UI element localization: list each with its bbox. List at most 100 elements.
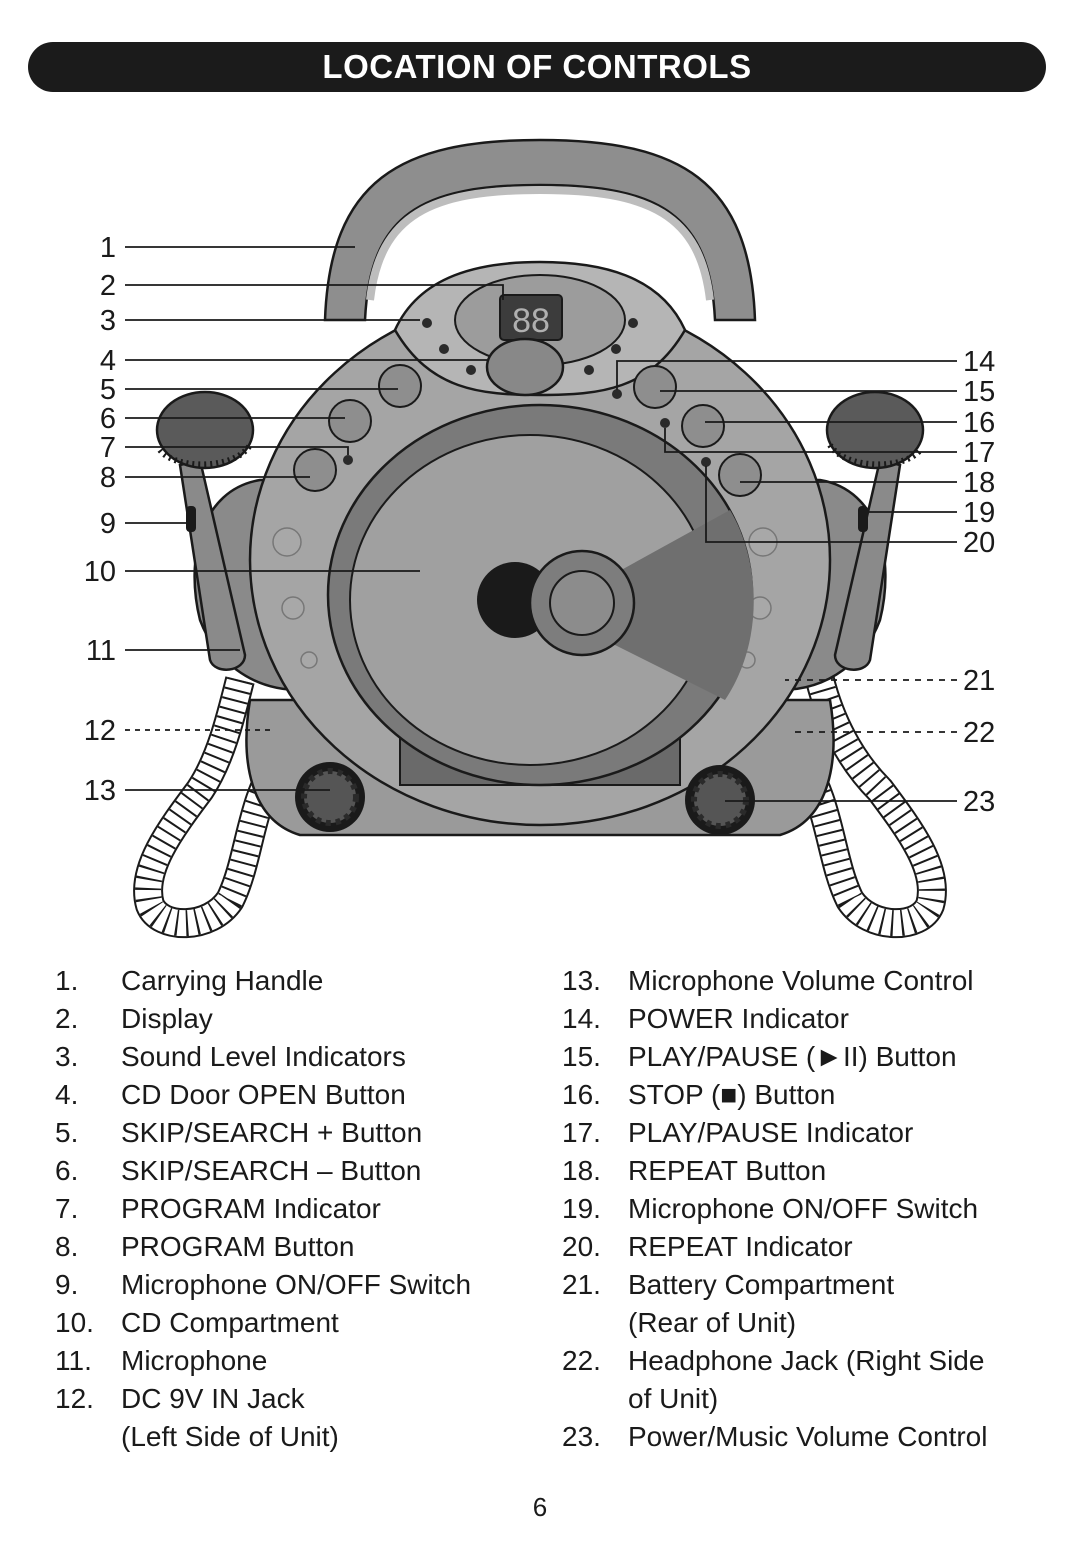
callout-1: 1 xyxy=(100,232,116,264)
legend-number: 11. xyxy=(55,1345,92,1376)
legend-item: 22. Headphone Jack (Right Side of Unit) xyxy=(562,1342,1062,1418)
legend-label: CD Door OPEN Button xyxy=(121,1079,406,1110)
program-button[interactable] xyxy=(293,448,337,492)
legend-label: PLAY/PAUSE Indicator xyxy=(628,1117,914,1148)
legend-number: 21. xyxy=(562,1269,601,1300)
legend-number: 3. xyxy=(55,1041,79,1072)
legend-label: STOP (■) Button xyxy=(628,1079,836,1110)
legend-number: 20. xyxy=(562,1231,601,1262)
power-music-volume-knob[interactable] xyxy=(685,765,755,835)
display-digits: 88 xyxy=(512,302,550,340)
leader-lines xyxy=(125,246,957,802)
repeat-button[interactable] xyxy=(718,453,762,497)
legend-label: REPEAT Button xyxy=(628,1155,827,1186)
legend-number: 10. xyxy=(55,1307,94,1338)
legend-label: POWER Indicator xyxy=(628,1003,849,1034)
repeat-indicator xyxy=(701,457,711,467)
play-pause-button[interactable] xyxy=(633,365,677,409)
callout-20: 20 xyxy=(963,527,995,559)
legend-label: Carrying Handle xyxy=(121,965,324,996)
callout-23: 23 xyxy=(963,786,995,818)
legend-item: 14. POWER Indicator xyxy=(562,1000,1062,1038)
legend-number: 5. xyxy=(55,1117,79,1148)
legend-number: 15. xyxy=(562,1041,601,1072)
page-number: 6 xyxy=(532,1492,548,1522)
carrying-handle xyxy=(323,138,757,322)
callout-6: 6 xyxy=(100,403,116,435)
legend-number: 12. xyxy=(55,1383,94,1414)
legend-number: 7. xyxy=(55,1193,79,1224)
legend-item: 13. Microphone Volume Control xyxy=(562,962,1062,1000)
callout-15: 15 xyxy=(963,376,995,408)
legend-item: 19. Microphone ON/OFF Switch xyxy=(562,1190,1062,1228)
legend-label: PLAY/PAUSE (►II) Button xyxy=(628,1041,957,1072)
legend-label: SKIP/SEARCH + Button xyxy=(121,1117,423,1148)
legend-number: 2. xyxy=(55,1003,79,1034)
legend-number: 17. xyxy=(562,1117,601,1148)
legend-label: CD Compartment xyxy=(121,1307,339,1338)
stop-button[interactable] xyxy=(681,404,725,448)
legend-label: DC 9V IN Jack (Left Side of Unit) xyxy=(121,1383,339,1452)
legend-label: Microphone xyxy=(121,1345,268,1376)
legend-label: Microphone ON/OFF Switch xyxy=(121,1269,472,1300)
legend-number: 23. xyxy=(562,1421,601,1452)
callout-5: 5 xyxy=(100,374,116,406)
play-pause-indicator xyxy=(660,418,670,428)
legend-number: 16. xyxy=(562,1079,601,1110)
legend-number: 8. xyxy=(55,1231,79,1262)
legend-number: 19. xyxy=(562,1193,601,1224)
legend-number: 14. xyxy=(562,1003,601,1034)
cd-door-open-button[interactable] xyxy=(485,337,565,397)
legend-number: 1. xyxy=(55,965,79,996)
callout-13: 13 xyxy=(84,775,116,807)
legend-item: 21.Battery Compartment (Rear of Unit) xyxy=(562,1266,1062,1342)
left-mic-on-off-switch[interactable] xyxy=(186,506,196,532)
legend-item: 8. PROGRAM Button xyxy=(55,1228,535,1266)
callout-10: 10 xyxy=(84,556,116,588)
callout-11: 11 xyxy=(86,635,116,667)
legend-left-column: 1. Carrying Handle 2.Display 3. Sound Leve… xyxy=(55,962,535,1456)
callout-22: 22 xyxy=(963,717,995,749)
legend-label: SKIP/SEARCH – Button xyxy=(121,1155,422,1186)
right-mic-cord xyxy=(787,676,947,939)
legend-item: 12. DC 9V IN Jack (Left Side of Unit) xyxy=(55,1380,535,1456)
legend-item: 3. Sound Level Indicators xyxy=(55,1038,535,1076)
callout-19: 19 xyxy=(963,497,995,529)
left-microphone xyxy=(155,390,255,671)
sound-level-indicators xyxy=(422,318,638,375)
legend-item: 7. PROGRAM Indicator xyxy=(55,1190,535,1228)
legend-item: 5. SKIP/SEARCH + Button xyxy=(55,1114,535,1152)
callout-17: 17 xyxy=(963,437,995,469)
skip-search-plus-button[interactable] xyxy=(378,364,422,408)
legend-label: Sound Level Indicators xyxy=(121,1041,406,1072)
legend-item: 1. Carrying Handle xyxy=(55,962,535,1000)
legend-label: Microphone ON/OFF Switch xyxy=(628,1193,979,1224)
legend-label: Headphone Jack (Right Side of Unit) xyxy=(628,1345,985,1414)
legend-number: 13. xyxy=(562,965,601,996)
page-title: LOCATION OF CONTROLS xyxy=(322,48,752,85)
right-mic-on-off-switch[interactable] xyxy=(858,506,868,532)
legend-item: 23. Power/Music Volume Control xyxy=(562,1418,1062,1456)
title-bar: LOCATION OF CONTROLS xyxy=(28,42,1046,92)
legend-label: PROGRAM Button xyxy=(121,1231,355,1262)
left-mic-cord xyxy=(133,676,293,939)
legend-item: 20.REPEAT Indicator xyxy=(562,1228,1062,1266)
skip-search-minus-button[interactable] xyxy=(328,399,372,443)
legend-label: Microphone Volume Control xyxy=(628,965,974,996)
callout-9: 9 xyxy=(100,508,116,540)
legend-item: 2.Display xyxy=(55,1000,535,1038)
legend-item: 9. Microphone ON/OFF Switch xyxy=(55,1266,535,1304)
legend-number: 22. xyxy=(562,1345,601,1376)
callout-8: 8 xyxy=(100,462,116,494)
callout-2: 2 xyxy=(100,270,116,302)
callout-12: 12 xyxy=(84,715,116,747)
legend-right-column: 13. Microphone Volume Control 14. POWER In… xyxy=(562,962,1062,1456)
callout-4: 4 xyxy=(100,345,116,377)
legend-item: 11. Microphone xyxy=(55,1342,535,1380)
legend-number: 9. xyxy=(55,1269,79,1300)
callout-3: 3 xyxy=(100,305,116,337)
microphone-volume-knob[interactable] xyxy=(295,762,365,832)
legend-label: PROGRAM Indicator xyxy=(121,1193,381,1224)
power-indicator xyxy=(612,389,622,399)
legend-label: Power/Music Volume Control xyxy=(628,1421,988,1452)
